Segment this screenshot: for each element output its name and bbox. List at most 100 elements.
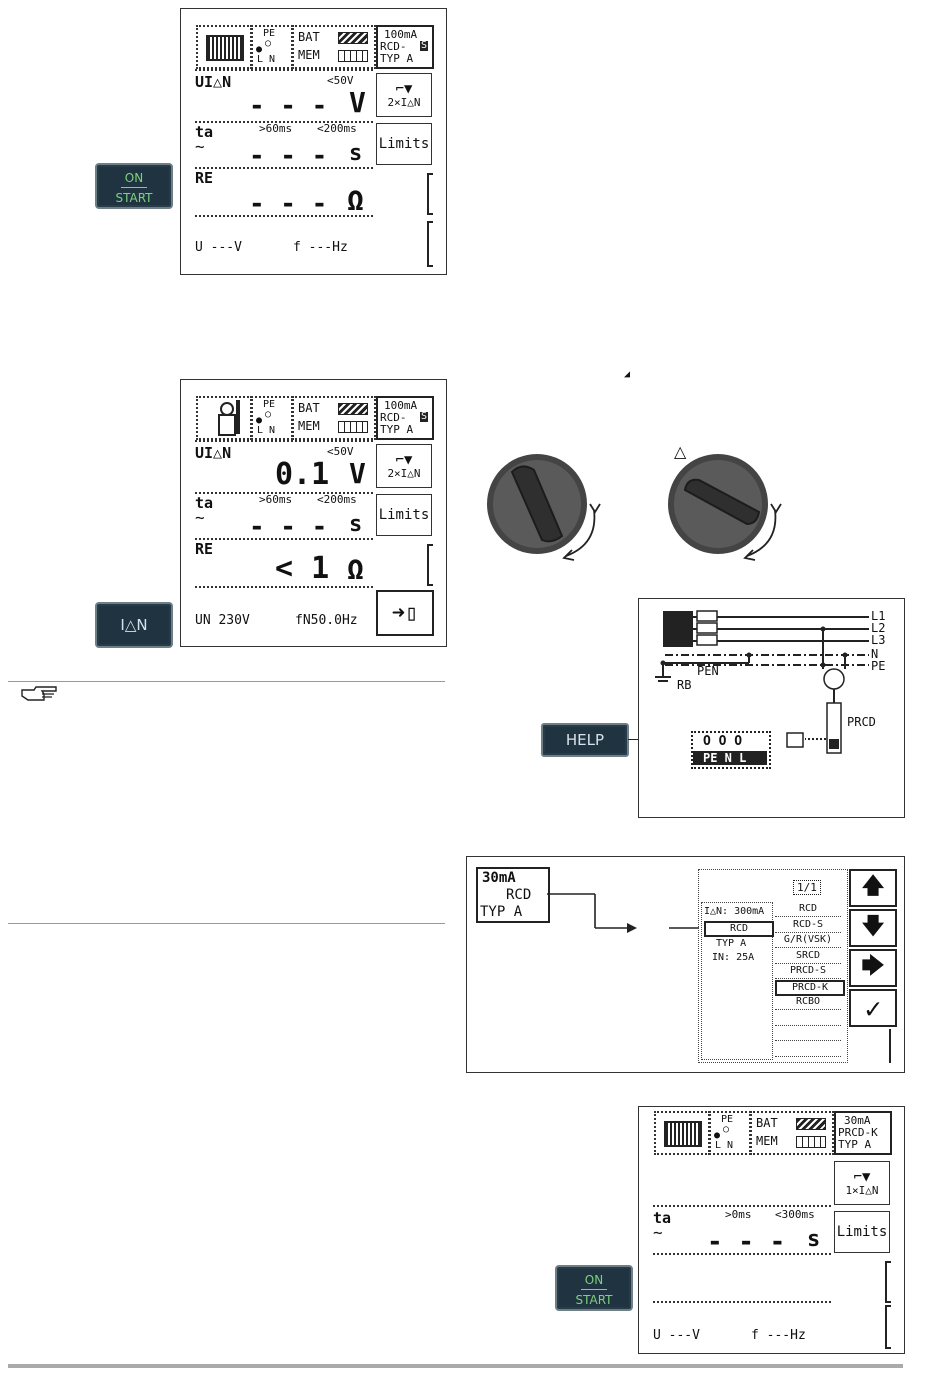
ramp-2x-idn-softkey[interactable]: ⌐▼ 2×I△N xyxy=(376,444,432,488)
ta-tilde: ∼ xyxy=(195,508,205,527)
line-label-l2: L2 xyxy=(871,621,886,635)
ramp-2x-idn-softkey[interactable]: ⌐▼ 2×I△N xyxy=(376,73,432,117)
rcd-option[interactable]: RCD-S xyxy=(775,918,841,933)
on-start-key[interactable]: ON START xyxy=(95,163,173,209)
connection-pe-ln-icon: PE ○ ● L N xyxy=(251,396,293,440)
uidn-unit: V xyxy=(349,86,366,119)
lcd-screen-3: PE ○ ● L N BAT MEM 30mA PRCD-K TYP A ⌐▼ … xyxy=(638,1106,905,1354)
arrow-to-memory-icon: ➜▯ xyxy=(391,600,419,626)
separator xyxy=(8,923,445,924)
limits-softkey[interactable]: Limits xyxy=(376,123,432,165)
test-socket: O O O PE N L xyxy=(691,731,771,769)
rcd-option[interactable]: RCBO xyxy=(775,995,841,1010)
rotary-knob-left[interactable] xyxy=(482,452,612,562)
rb-label: RB xyxy=(677,678,692,692)
rcd-info-column: I△N: 300mA RCD TYP A IN: 25A xyxy=(701,902,774,1060)
uidn-unit: V xyxy=(349,457,366,490)
knob-mark-right: △ xyxy=(674,442,687,461)
ta-limit-max: <200ms xyxy=(317,493,357,506)
rcd-option[interactable]: PRCD-K xyxy=(775,979,845,996)
uidn-label: UI△N xyxy=(195,73,232,91)
line-label-l3: L3 xyxy=(871,633,886,647)
re-unit: Ω xyxy=(347,184,364,217)
knob-mark-left: ◢ xyxy=(624,369,631,380)
rcd-param-box[interactable]: 30mA RCD TYP A xyxy=(476,867,550,923)
re-value: - - - xyxy=(249,189,328,219)
ta-value: - - - xyxy=(249,512,328,542)
rotary-knob-right[interactable] xyxy=(663,452,793,562)
lcd-screen-1: PE ○ ● L N BAT MEM 100mA RCD- S TYP A UI… xyxy=(180,8,447,275)
uidn-value: 0.1 xyxy=(275,457,330,492)
page-bottom-rule xyxy=(8,1364,903,1368)
ramp-icon: ⌐▼ xyxy=(395,80,413,97)
ta-limit-min: >60ms xyxy=(259,493,293,506)
next-button[interactable]: 🡆 xyxy=(849,949,897,987)
ta-limit-min: >0ms xyxy=(725,1208,752,1221)
on-start-key[interactable]: ON START xyxy=(555,1265,633,1311)
memory-icon xyxy=(338,50,368,62)
ta-tilde: ∼ xyxy=(653,1223,663,1242)
re-value: < 1 xyxy=(275,551,330,586)
arrow-right-icon: 🡆 xyxy=(861,954,885,979)
scroll-slot xyxy=(889,1029,895,1063)
connection-pe-ln-icon: PE ○ ● L N xyxy=(709,1111,751,1155)
ta-unit: s xyxy=(349,512,363,537)
help-key[interactable]: HELP xyxy=(541,723,629,757)
circuit-diagram-panel: L1 L2 L3 N PE PEN RB PRCD O O O PE N L xyxy=(638,598,905,818)
rcd-option[interactable] xyxy=(775,1026,841,1041)
ta-limit-max: <300ms xyxy=(775,1208,815,1221)
uidn-limit: <50V xyxy=(327,74,354,87)
pen-label: PEN xyxy=(697,664,719,678)
voltage-readout: U ---V xyxy=(653,1328,700,1343)
softkey-slot xyxy=(427,221,433,267)
line-label-l1: L1 xyxy=(871,609,886,623)
voltage-readout: U ---V xyxy=(195,240,242,255)
rcd-option[interactable]: PRCD-S xyxy=(775,964,841,979)
confirm-button[interactable]: ✓ xyxy=(849,989,897,1027)
rcd-type-box[interactable]: 30mA PRCD-K TYP A xyxy=(834,1111,892,1155)
ramp-icon: ⌐▼ xyxy=(395,451,413,468)
battery-icon xyxy=(338,403,368,415)
page-indicator: 1/1 xyxy=(793,880,821,895)
save-to-memory-softkey[interactable]: ➜▯ xyxy=(376,590,434,636)
person-probe-icon[interactable] xyxy=(196,396,252,440)
rcd-type-box[interactable]: 100mA RCD- S TYP A xyxy=(376,396,434,440)
scroll-up-button[interactable]: 🡅 xyxy=(849,869,897,907)
ramp-1x-idn-softkey[interactable]: ⌐▼ 1×I△N xyxy=(834,1161,890,1205)
limits-softkey[interactable]: Limits xyxy=(376,494,432,536)
uidn-value: - - - xyxy=(249,91,328,121)
selection-arrow xyxy=(547,893,699,933)
rcd-option[interactable]: SRCD xyxy=(775,949,841,964)
ta-label: ta xyxy=(195,494,214,512)
scroll-down-button[interactable]: 🡇 xyxy=(849,909,897,947)
ta-unit: s xyxy=(807,1227,821,1252)
ta-value: - - - xyxy=(249,141,328,171)
re-unit: Ω xyxy=(347,553,364,586)
socket-selector-icon[interactable] xyxy=(196,25,252,69)
rcd-option[interactable] xyxy=(775,1011,841,1026)
rcd-option[interactable]: RCD xyxy=(775,902,841,917)
ta-label: ta xyxy=(653,1209,672,1227)
limits-softkey[interactable]: Limits xyxy=(834,1211,890,1253)
frequency-readout: f ---Hz xyxy=(293,240,348,255)
rcd-option[interactable]: G/R(VSK) xyxy=(775,933,841,948)
separator xyxy=(8,681,445,682)
socket-selector-icon[interactable] xyxy=(654,1111,710,1155)
idn-key[interactable]: I△N xyxy=(95,602,173,648)
frequency-readout: f ---Hz xyxy=(751,1328,806,1343)
memory-icon xyxy=(338,421,368,433)
bat-mem-status: BAT MEM xyxy=(292,25,376,69)
checkmark-icon: ✓ xyxy=(864,991,882,1025)
prcd-label: PRCD xyxy=(847,715,876,729)
memory-icon xyxy=(796,1136,826,1148)
rcd-option[interactable] xyxy=(775,1042,841,1057)
bat-mem-status: BAT MEM xyxy=(750,1111,834,1155)
arrow-up-icon: 🡅 xyxy=(861,874,885,899)
nominal-voltage: UN 230V xyxy=(195,613,250,628)
softkey-slot xyxy=(427,544,433,586)
ramp-icon: ⌐▼ xyxy=(853,1168,871,1185)
rcd-type-box[interactable]: 100mA RCD- S TYP A xyxy=(376,25,434,69)
bat-mem-status: BAT MEM xyxy=(292,396,376,440)
